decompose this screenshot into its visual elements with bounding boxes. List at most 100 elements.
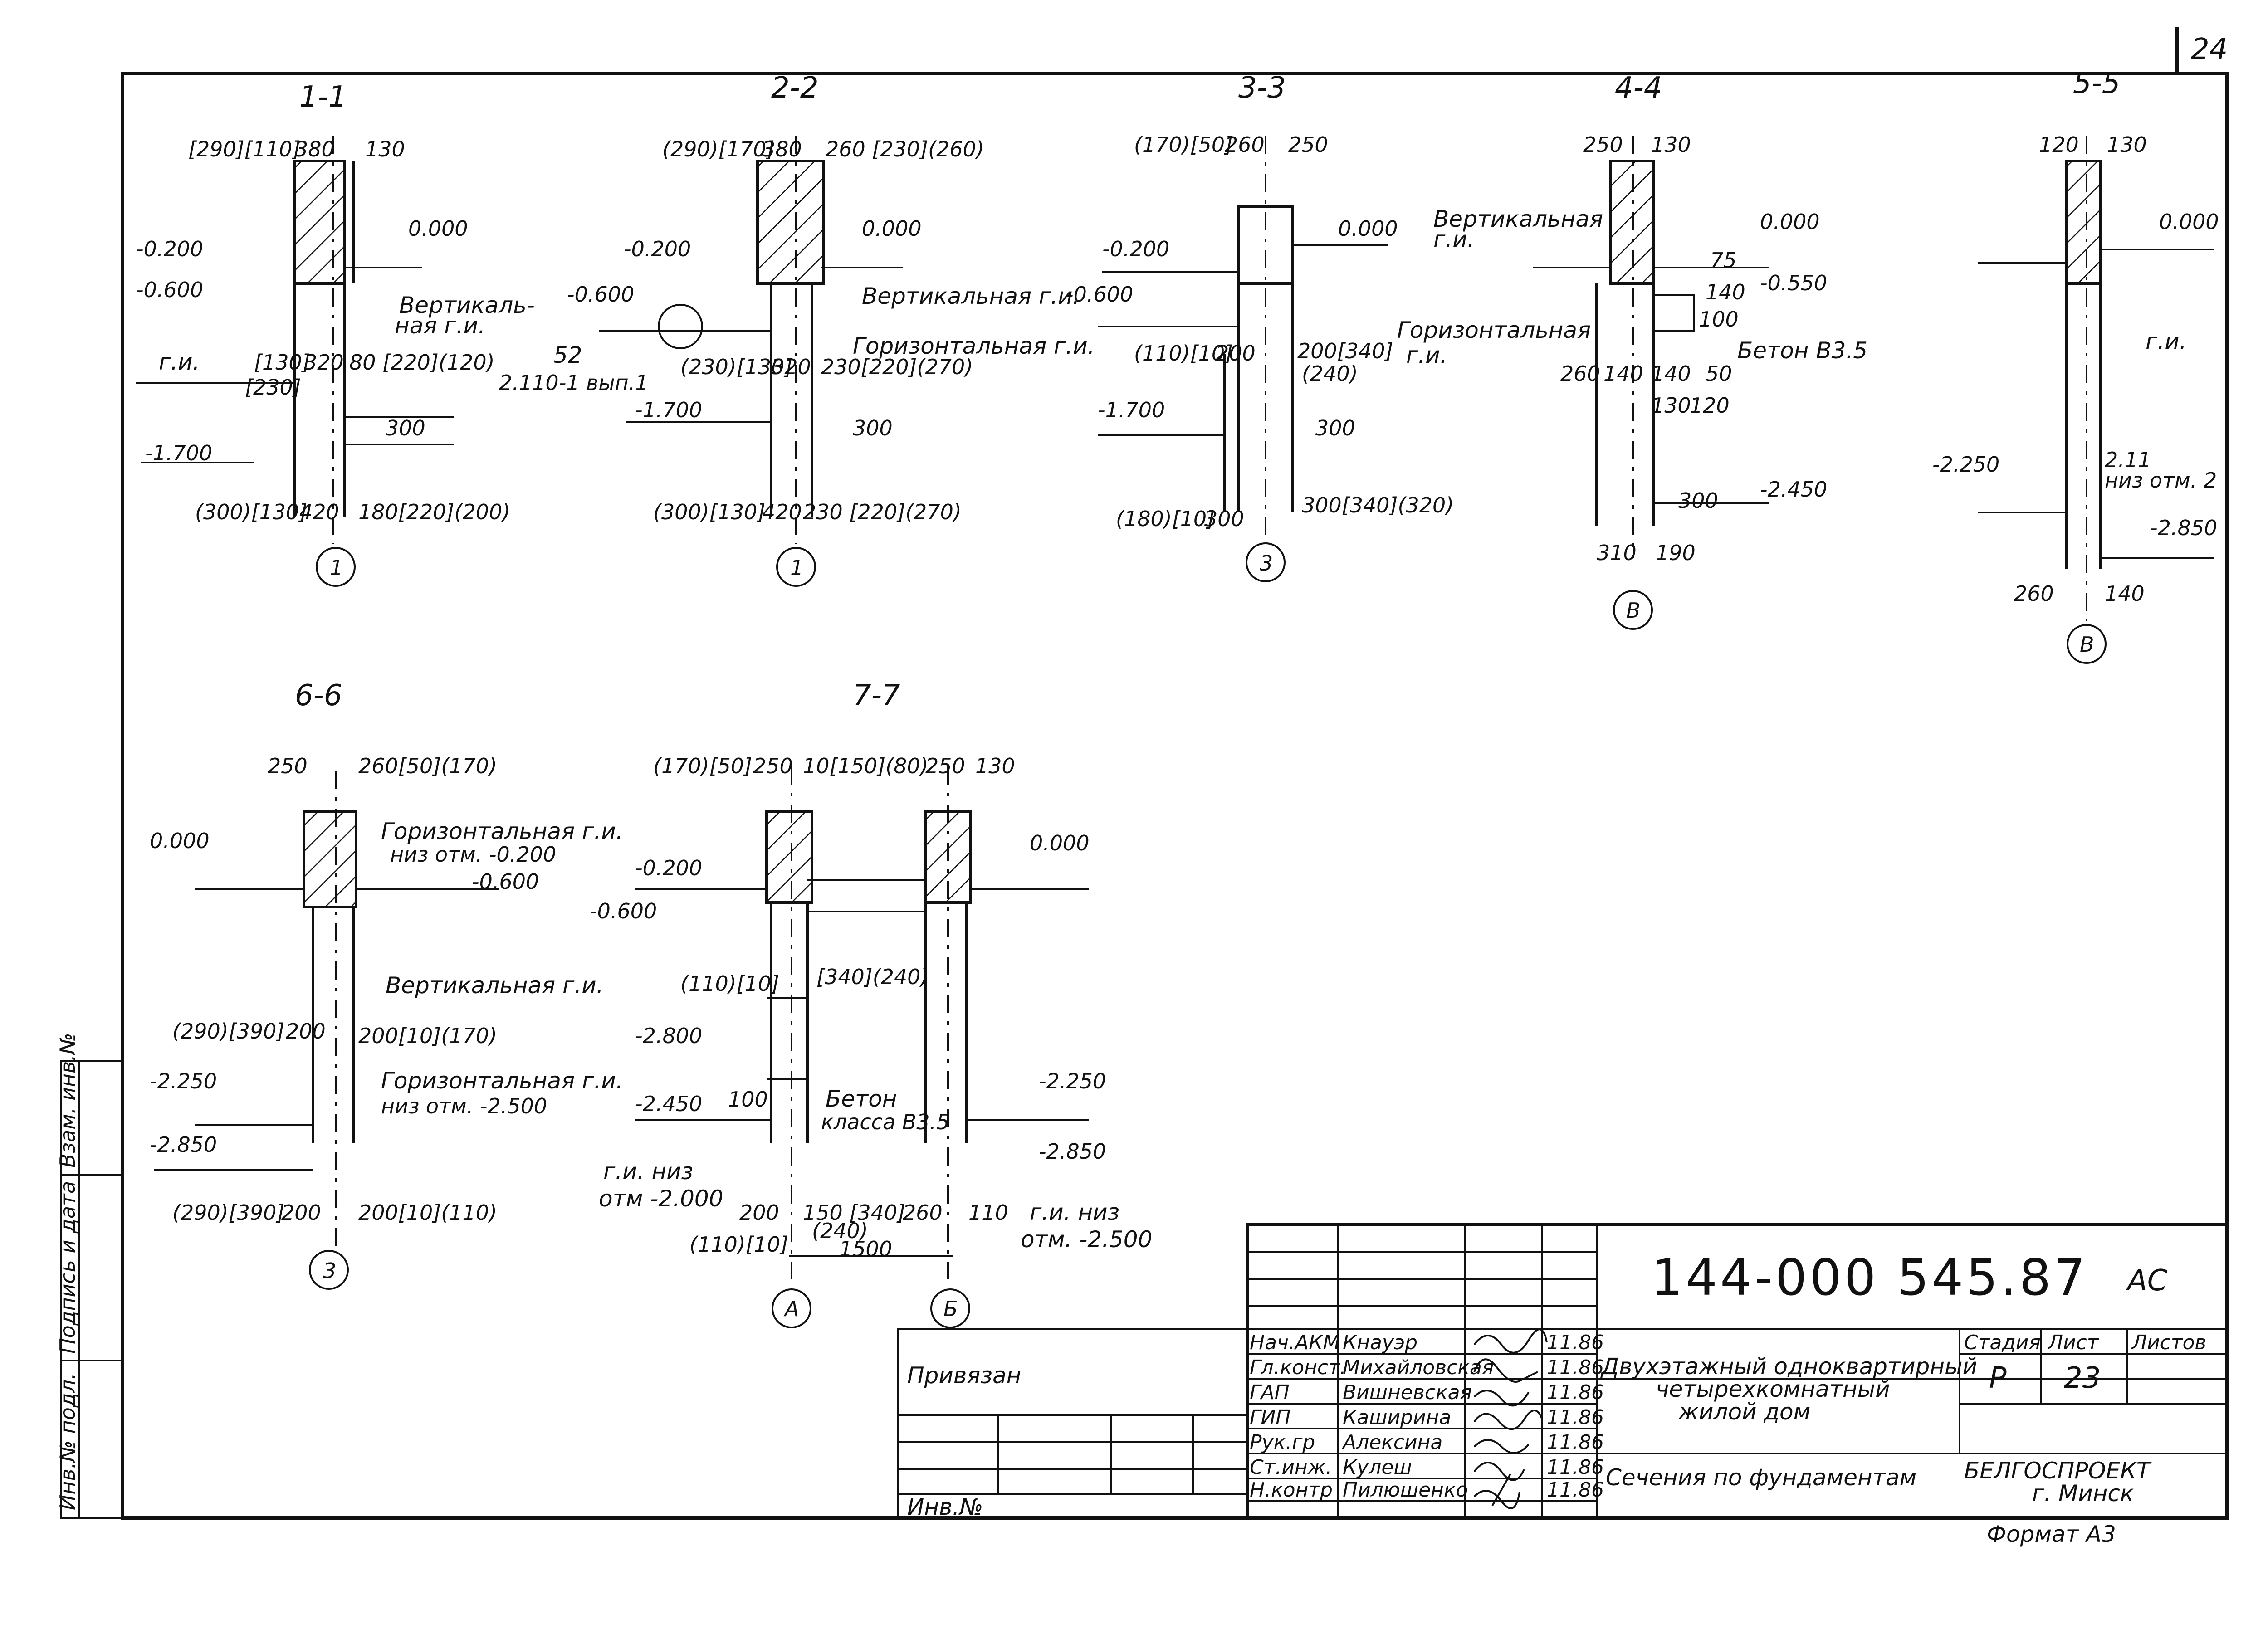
name-cell: Михайловская (1343, 1356, 1494, 1379)
name-cell: Каширина (1343, 1406, 1451, 1429)
project-title-line: четырехкомнатный (1656, 1376, 1890, 1402)
note-label: класса В3.5 (821, 1110, 949, 1134)
level-mark: -0.600 (472, 869, 539, 894)
dim-label: 180[220](200) (358, 500, 510, 524)
level-mark: -0.200 (136, 237, 203, 261)
dim-label: (230)[130] (680, 355, 792, 379)
dim-label: 200[10](170) (358, 1024, 497, 1048)
note-label: Вертикальная (1433, 206, 1603, 232)
level-mark: 0.000 (1760, 210, 1820, 234)
note-label: отм -2.000 (599, 1185, 723, 1212)
dim-label: (240) (1302, 361, 1358, 386)
note-label: Вертикальная г.и. (862, 283, 1080, 309)
dim-label: 260[50](170) (358, 754, 497, 778)
level-mark: -2.450 (635, 1092, 702, 1116)
axis-label: Б (943, 1297, 958, 1321)
axis-label: А (783, 1297, 799, 1321)
dim-label: 260 (903, 1200, 943, 1225)
note-label: Горизонтальная г.и. (381, 818, 623, 844)
dim-label: 1500 (839, 1237, 892, 1261)
side-label: Инв.№ подл. (55, 1373, 80, 1510)
role-cell: Нач.АКМ (1250, 1331, 1340, 1354)
level-mark: -0.600 (136, 278, 203, 302)
section-title: 4-4 (1615, 71, 1662, 105)
dim-label: 200 (1216, 341, 1256, 366)
note-label: г.и. (1433, 226, 1475, 253)
axis-marker (1613, 590, 1653, 630)
level-mark: -2.250 (1932, 452, 1999, 477)
section-title: 1-1 (299, 80, 347, 114)
sheet-corner-number: 24 (2191, 33, 2228, 66)
note-label: г.и. низ (1030, 1199, 1119, 1225)
dim-label: 80 [220](120) (349, 350, 495, 375)
level-mark: -0.600 (1066, 282, 1133, 307)
date-cell: 11.86 (1547, 1331, 1604, 1354)
level-mark: -2.850 (150, 1132, 217, 1157)
note-label: г.и. низ (603, 1158, 693, 1185)
dim-label: 130 (365, 137, 405, 161)
dim-label: 250 (1583, 132, 1623, 157)
date-cell: 11.86 (1547, 1456, 1604, 1479)
sheet-value: 23 (2064, 1361, 2101, 1395)
level-mark: -0.550 (1760, 271, 1827, 295)
dim-label: 150 [340] (803, 1200, 905, 1225)
dim-label: 300 (853, 416, 893, 440)
note-label: Бетон В3.5 (1737, 337, 1867, 364)
axis-label: 3 (1260, 551, 1273, 576)
dim-label: 130 (1651, 393, 1691, 418)
section-4-4: 4-4 250 130 0.000 -0.550 -2.450 Вертикал… (1397, 71, 1867, 630)
dim-label: 120 (1690, 393, 1730, 418)
note-label: 2.110-1 вып.1 (499, 371, 649, 395)
axis-marker (776, 547, 816, 587)
level-mark: -0.200 (1102, 237, 1169, 261)
dim-label: (240) (812, 1219, 868, 1243)
dim-label: 130 (1651, 132, 1691, 157)
dim-label: 260 (2014, 581, 2054, 606)
dim-label: 140 (2105, 581, 2145, 606)
name-cell: Пилюшенко (1343, 1478, 1468, 1502)
axis-marker (2067, 624, 2107, 664)
dim-label: 110 (968, 1200, 1008, 1225)
dim-label: 200 (281, 1200, 321, 1225)
level-mark: 0.000 (1030, 831, 1090, 855)
axis-marker (1246, 542, 1286, 582)
inv-no-label: Инв.№ (907, 1494, 983, 1520)
col-header-sheet: Лист (2047, 1331, 2099, 1354)
dim-label: 310 (1597, 541, 1637, 565)
org-city: г. Минск (2032, 1480, 2134, 1507)
section-1-1: 1-1 [290][110] 380 130 -0.200 -0.600 0.0… (136, 80, 535, 587)
dim-label: 140 (1603, 361, 1643, 386)
dim-label: 300[340](320) (1302, 493, 1454, 517)
dim-label: (290)[390] (172, 1019, 284, 1044)
level-mark: -2.250 (150, 1069, 217, 1093)
dim-label: 140 (1651, 361, 1691, 386)
sheet-title: Сечения по фундаментам (1606, 1464, 1916, 1491)
date-cell: 11.86 (1547, 1381, 1604, 1404)
dim-label: 420 (762, 500, 802, 524)
dim-label: 320 (304, 350, 344, 375)
dim-label: 300 (1204, 507, 1244, 531)
date-cell: 11.86 (1547, 1478, 1604, 1502)
dim-label: 260 (1225, 132, 1265, 157)
doc-number: 144-000 545.87 (1651, 1249, 2088, 1307)
dim-label: [290][110] (188, 137, 300, 161)
dim-label: 100 (728, 1087, 768, 1112)
dim-label: (180)[10] (1116, 507, 1215, 531)
level-mark: 0.000 (408, 216, 468, 241)
level-mark: -2.850 (2150, 516, 2217, 540)
note-label: Вертикаль- (399, 292, 535, 318)
dim-label: 100 (1699, 307, 1739, 332)
level-mark: -1.700 (635, 398, 702, 422)
side-strip: Инв.№ подл. Подпись и дата Взам. инв.№ (55, 1033, 123, 1519)
section-title: 7-7 (853, 679, 900, 712)
section-6-6: 6-6 250 260[50](170) 0.000 -0.600 -2.250… (150, 679, 623, 1290)
role-cell: Н.контр (1250, 1478, 1333, 1502)
axis-label: 1 (330, 556, 343, 580)
dim-label: 130 (975, 754, 1015, 778)
note-label: низ отм. -2.500 (381, 1094, 547, 1118)
axis-label: 3 (323, 1258, 336, 1283)
level-mark: -2.250 (1039, 1069, 1106, 1093)
dim-label: 380 (295, 137, 335, 161)
dim-label: 260 [230](260) (826, 137, 984, 161)
